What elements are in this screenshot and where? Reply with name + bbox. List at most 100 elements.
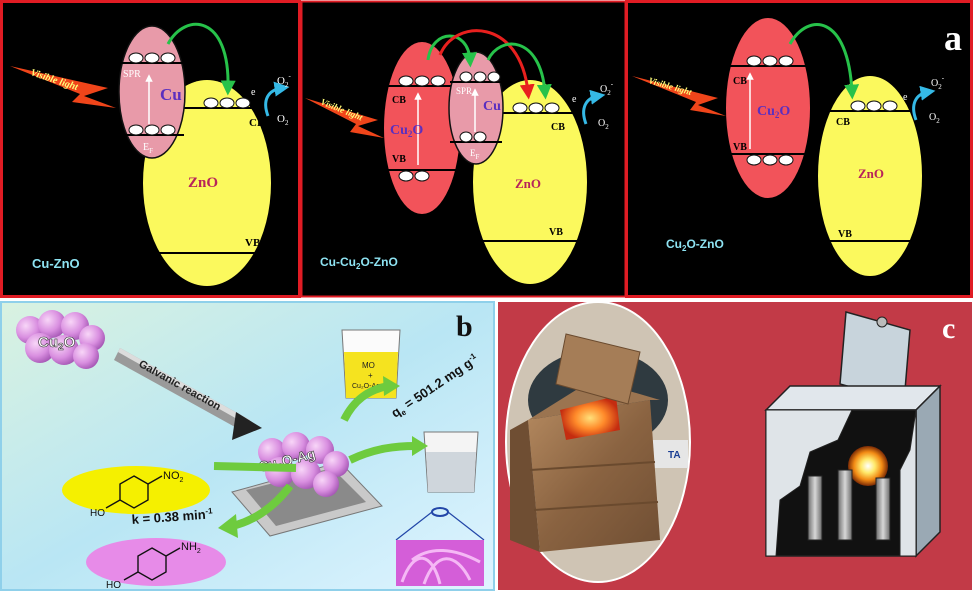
electron-transfer-arrow-cu2o-zno (438, 29, 535, 100)
cu2o-zno-scheme: CB VB ZnO CB VB Cu2O Visible light (632, 18, 945, 276)
lid-screw-icon (876, 316, 888, 328)
cu-cu2o-zno-scheme: CB VB ZnO CB VB Cu2O (305, 29, 614, 284)
cutaway-wall (765, 409, 853, 557)
electron-transfer-arrow (788, 23, 860, 100)
to-adsorption-arrow (340, 382, 389, 422)
cu2o-vb-holes (746, 154, 794, 166)
cu-spr-label: SPR (456, 86, 472, 96)
cu-fermi-electrons (128, 124, 176, 136)
electron-transfer-arrow (166, 22, 236, 96)
visible-light-bolt (10, 66, 116, 108)
o2-label: O2 (277, 113, 289, 127)
zno-cb-label: CB (551, 122, 565, 133)
amine-group-label: NH2 (181, 541, 201, 555)
cu2o-vb-holes (398, 170, 430, 182)
zno-electrons (850, 100, 898, 112)
zno-ellipse (473, 80, 587, 284)
visible-light-bolt (305, 98, 384, 138)
zno-cb-label: CB (249, 117, 265, 129)
to-beaker-arrow (348, 442, 417, 464)
zno-label: ZnO (515, 176, 541, 191)
lamp-icon (848, 446, 888, 486)
cu2o-vb-label: VB (392, 154, 406, 165)
reaction-tube-2 (837, 469, 853, 541)
electron-label: e (251, 87, 256, 98)
aminophenol-molecule: HO NH2 (86, 538, 226, 591)
cu2o-cb-label: CB (733, 76, 747, 87)
cu2o-label: Cu2O (390, 123, 423, 139)
panel-a-left-frame (0, 0, 301, 298)
reaction-tube-3 (875, 477, 891, 541)
o2-reduction-arrow (582, 89, 606, 125)
cu-fermi-label: EF (143, 142, 153, 155)
zno-electrons (512, 102, 560, 114)
package-logo: TA (668, 450, 681, 461)
zno-vb-label: VB (245, 237, 261, 249)
to-adsorption-arrowhead (383, 376, 400, 396)
nitrophenol-ho-label: HO (90, 508, 105, 519)
zno-electrons (203, 97, 251, 109)
cu-label: Cu (483, 99, 501, 114)
reactor-top (764, 385, 942, 411)
reactor-schematic (764, 311, 942, 558)
zno-vb-label: VB (838, 229, 852, 240)
reactor-side (915, 384, 941, 558)
panel-c-letter: c (942, 312, 955, 345)
cu-fermi-electrons (459, 131, 487, 143)
beaker-plus-label: + (368, 371, 373, 380)
cu2o-vb-label: VB (733, 142, 747, 153)
cu-spr-label: SPR (123, 69, 141, 80)
cu2o-cb-electrons (746, 55, 794, 67)
electron-transfer-arrow-cu2o-cu (426, 34, 478, 68)
o2-label: O2 (598, 118, 609, 131)
zno-ellipse (818, 76, 922, 276)
reactor-photo: TA (505, 301, 691, 583)
visible-light-bolt (632, 76, 726, 116)
zno-cb-label: CB (836, 117, 850, 128)
beaker-cu2o-ag-label: Cu₂O-Ag (352, 383, 380, 390)
to-reduction-arrow-out (231, 483, 294, 530)
cutaway-wall-right (899, 409, 917, 557)
o2-radical-label: O2- (931, 74, 945, 91)
o2-reduction-arrow (264, 81, 290, 117)
cu-zno-scheme: CB VB ZnO SPR Cu EF Visible light (10, 22, 291, 286)
rate-constant-label: k = 0.38 min-1 (131, 506, 214, 527)
cu2o-label: Cu2O (757, 104, 790, 120)
to-beaker-arrowhead (412, 436, 428, 456)
o2-label: O2 (929, 112, 940, 125)
cu-label: Cu (160, 85, 182, 104)
cu-zno-caption: Cu-ZnO (32, 256, 80, 271)
cu-spr-electrons (459, 71, 501, 83)
panel-a-letter: a (944, 18, 962, 58)
cu2o-cb-label: CB (392, 95, 406, 106)
cu2o-zno-caption: Cu2O-ZnO (666, 237, 724, 253)
treated-beaker (423, 431, 479, 493)
sem-zoom-inset (395, 507, 485, 586)
cu2o-cb-electrons (398, 75, 446, 87)
zno-vb-label: VB (549, 227, 563, 238)
electron-label: e (572, 94, 577, 105)
cu-fermi-label: EF (470, 148, 480, 161)
panel-b-letter: b (456, 310, 473, 343)
panel-b: b Cu2O Galvanic reaction (0, 301, 495, 591)
panel-c: c TA (498, 301, 972, 590)
to-reduction-arrow-in (213, 462, 297, 472)
panel-a: a CB VB ZnO (0, 0, 973, 298)
o2-reduction-arrow (912, 85, 936, 121)
electron-transfer-arrow-cu-zno (486, 42, 552, 100)
aminophenol-ho-label: HO (106, 580, 121, 591)
cu2o-ag-composite: Cu2O-Ag (231, 432, 383, 537)
to-reduction-arrowhead (218, 514, 238, 538)
o2-radical-label: O2- (600, 80, 614, 97)
cu-cu2o-zno-caption: Cu-Cu2O-ZnO (320, 255, 398, 271)
electron-label: e (903, 92, 908, 103)
panel-a-right-frame (625, 0, 973, 298)
cu2o-cluster-label: Cu2O (38, 334, 76, 353)
nitrophenol-molecule: HO NO2 (62, 466, 210, 519)
reaction-tube-1 (807, 475, 823, 541)
cu-spr-electrons (128, 52, 176, 64)
zno-label: ZnO (858, 166, 884, 181)
beaker-mo-label: MO (362, 361, 375, 370)
